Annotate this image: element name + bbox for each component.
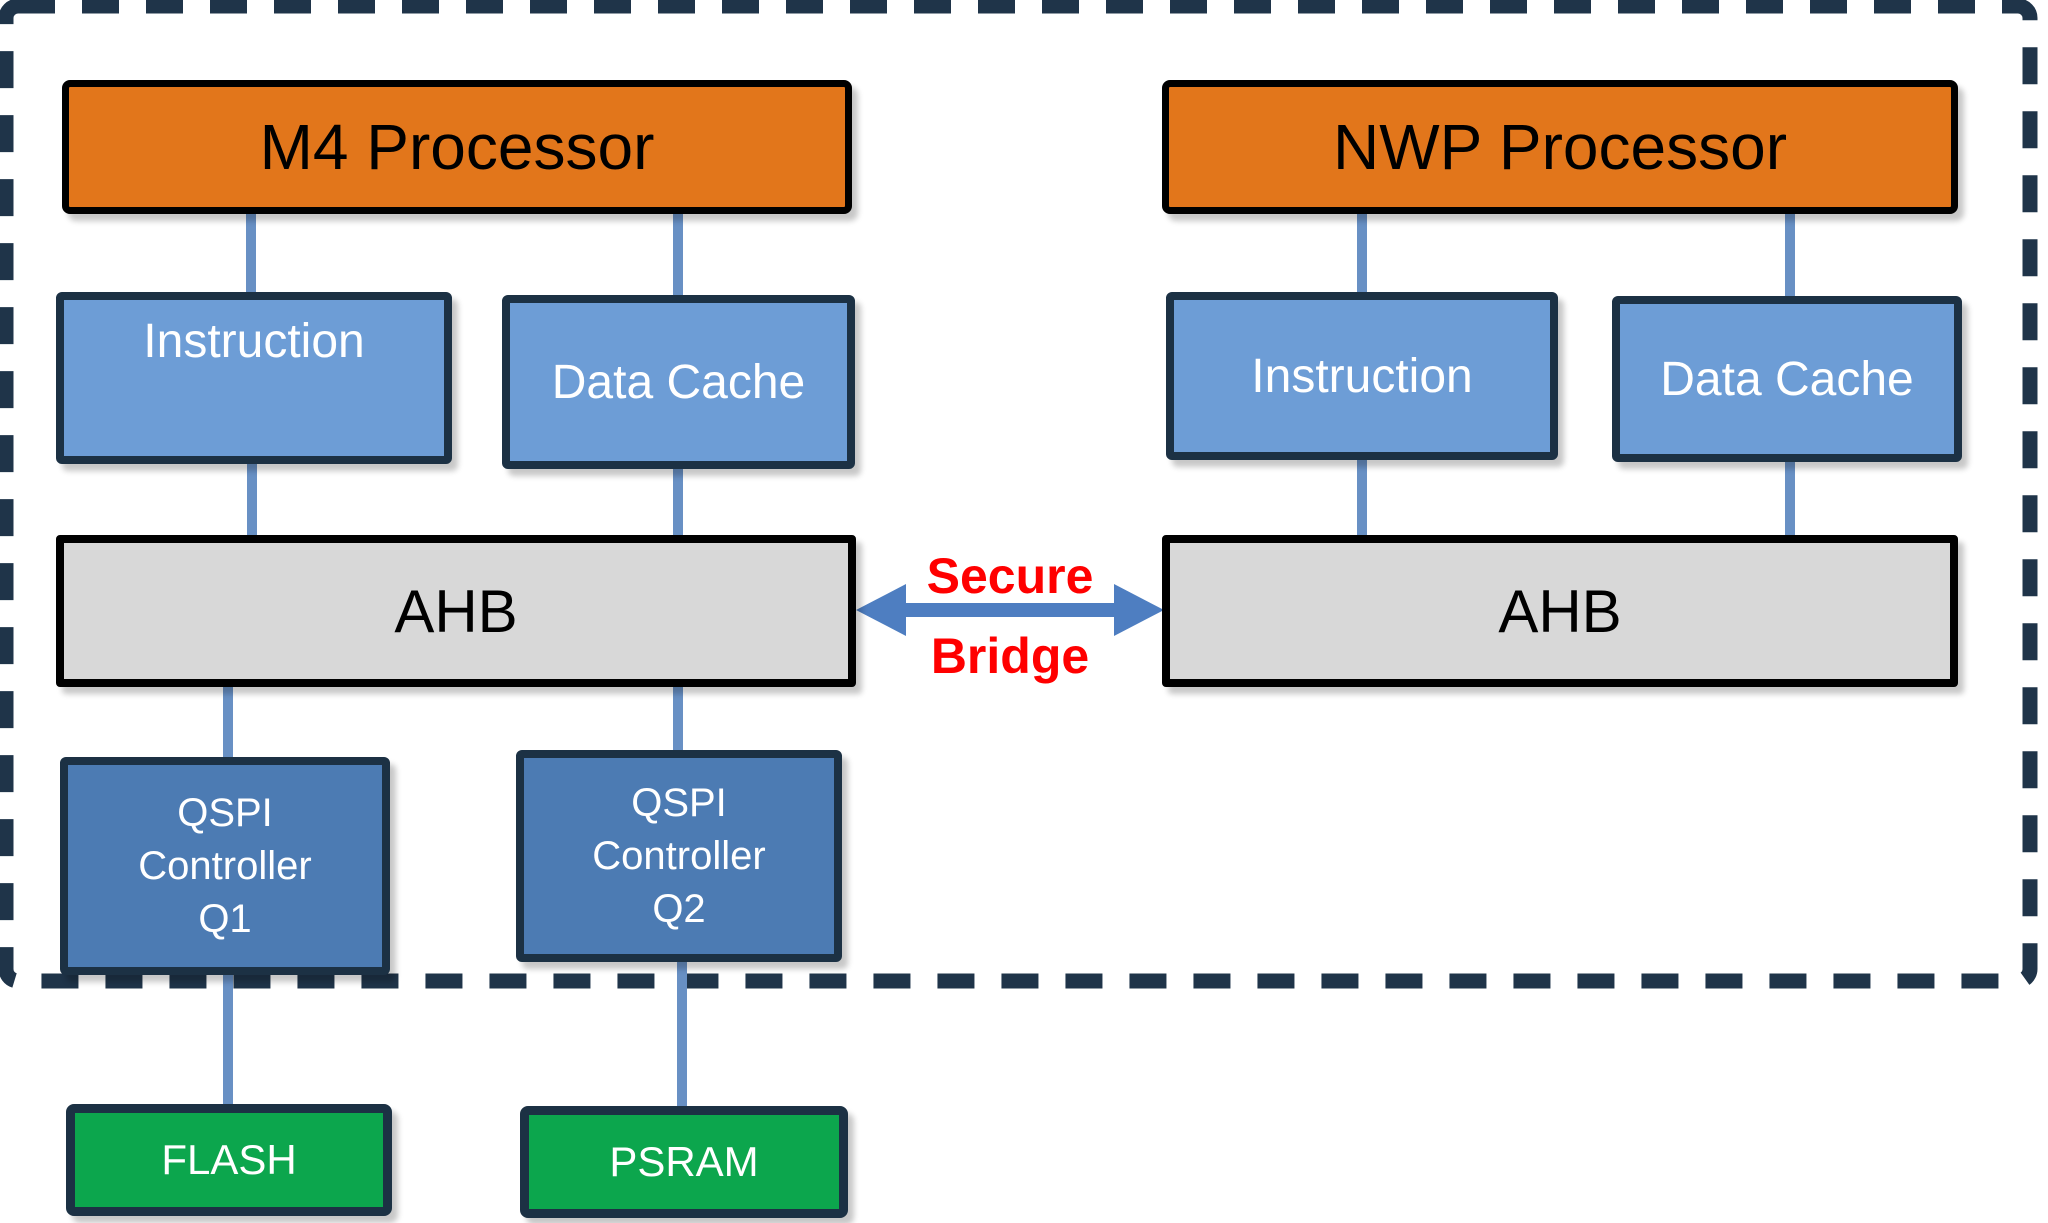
- nwp-ahb-bus-block: AHB: [1162, 535, 1958, 687]
- qspi-q2-line2: Controller: [592, 833, 766, 878]
- m4-instruction-block: Instruction: [56, 292, 452, 464]
- m4-instruction-label: Instruction: [143, 315, 365, 368]
- qspi-controller-q2-block: QSPI Controller Q2: [516, 750, 842, 962]
- secure-zone-dashed-border: [0, 0, 2038, 989]
- nwp-data-cache-label: Data Cache: [1660, 352, 1914, 406]
- m4-data-cache-label: Data Cache: [551, 355, 806, 409]
- nwp-instruction-label: Instruction: [1251, 349, 1473, 403]
- psram-label: PSRAM: [609, 1138, 759, 1185]
- m4-ahb-label: AHB: [394, 577, 518, 645]
- m4-processor-label: M4 Processor: [259, 111, 655, 183]
- nwp-processor-block: NWP Processor: [1162, 80, 1958, 214]
- qspi-q1-line1: QSPI: [177, 790, 273, 835]
- nwp-ahb-label: AHB: [1498, 577, 1622, 645]
- m4-ahb-bus-block: AHB: [56, 535, 856, 687]
- nwp-instruction-block: Instruction: [1166, 292, 1558, 460]
- secure-bridge-arrow: [856, 584, 1164, 636]
- secure-bridge-label-line1: Secure: [926, 548, 1094, 604]
- flash-label: FLASH: [161, 1136, 297, 1183]
- qspi-q1-line3: Q1: [198, 896, 252, 941]
- qspi-q2-line1: QSPI: [631, 780, 727, 825]
- nwp-data-cache-block: Data Cache: [1612, 296, 1962, 462]
- secure-bridge-label-line2: Bridge: [930, 628, 1090, 684]
- qspi-q2-line3: Q2: [652, 886, 706, 931]
- psram-memory-block: PSRAM: [520, 1106, 848, 1218]
- qspi-q1-line2: Controller: [138, 843, 312, 888]
- nwp-processor-label: NWP Processor: [1332, 111, 1788, 183]
- m4-data-cache-block: Data Cache: [502, 295, 855, 469]
- flash-memory-block: FLASH: [66, 1104, 392, 1216]
- m4-processor-block: M4 Processor: [62, 80, 852, 214]
- qspi-controller-q1-block: QSPI Controller Q1: [60, 757, 390, 975]
